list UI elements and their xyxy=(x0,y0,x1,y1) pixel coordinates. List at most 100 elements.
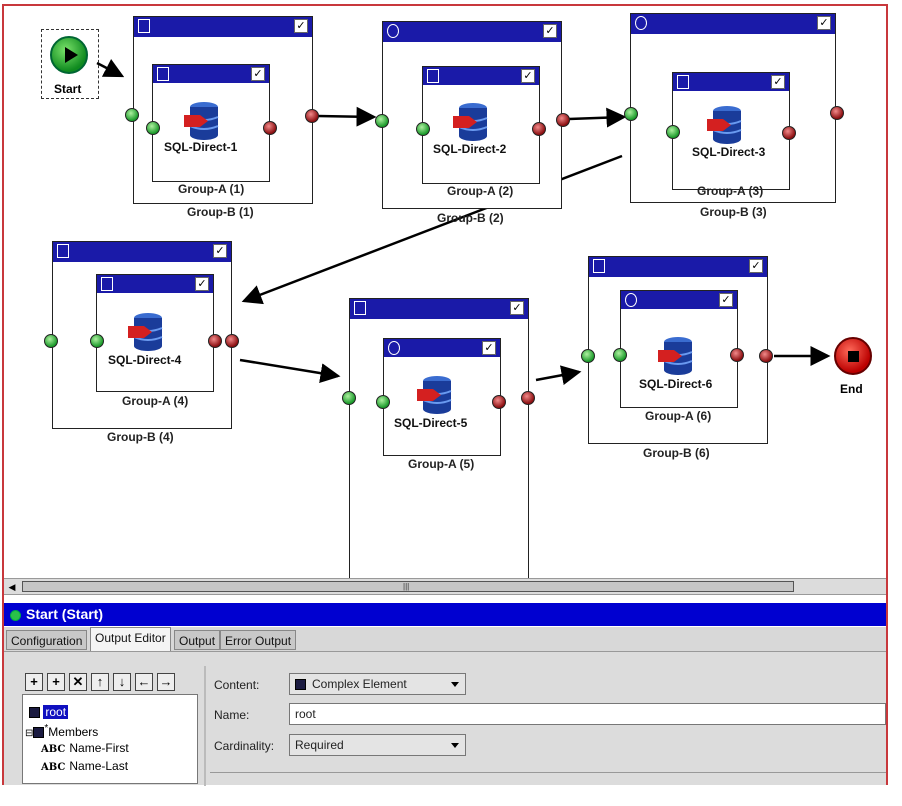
group-b-1-titlebar[interactable]: ✓ xyxy=(134,17,312,37)
start-node[interactable]: Start xyxy=(41,29,99,99)
start-play-icon xyxy=(50,36,88,74)
panel-divider xyxy=(210,772,886,773)
enable-checkbox[interactable]: ✓ xyxy=(294,19,308,33)
enable-checkbox[interactable]: ✓ xyxy=(251,67,265,81)
group-b-label: Group-B (1) xyxy=(187,205,254,219)
input-port[interactable] xyxy=(581,349,595,363)
tree-node-members[interactable]: ⊟*Members xyxy=(25,723,99,739)
cardinality-value: Required xyxy=(295,738,344,752)
enable-checkbox[interactable]: ✓ xyxy=(749,259,763,273)
output-port[interactable] xyxy=(782,126,796,140)
input-port[interactable] xyxy=(375,114,389,128)
enable-checkbox[interactable]: ✓ xyxy=(719,293,733,307)
group-a-label: Group-A (6) xyxy=(645,409,712,423)
group-b-2-titlebar[interactable]: ✓ xyxy=(383,22,561,42)
tab-output-editor[interactable]: Output Editor xyxy=(90,627,171,651)
output-port[interactable] xyxy=(532,122,546,136)
group-a-6-titlebar[interactable]: ✓ xyxy=(621,291,737,309)
output-port[interactable] xyxy=(556,113,570,127)
sql-database-icon[interactable] xyxy=(128,312,164,352)
tree-label-root: root xyxy=(43,705,69,719)
sql-database-icon[interactable] xyxy=(707,105,743,145)
input-port[interactable] xyxy=(666,125,680,139)
input-port[interactable] xyxy=(613,348,627,362)
output-port[interactable] xyxy=(492,395,506,409)
enable-checkbox[interactable]: ✓ xyxy=(543,24,557,38)
bulb-icon xyxy=(387,24,399,38)
output-port[interactable] xyxy=(305,109,319,123)
complex-element-icon xyxy=(295,679,306,691)
group-a-5-titlebar[interactable]: ✓ xyxy=(384,339,500,357)
text-type-icon: ABC xyxy=(41,744,66,755)
tree-node-root[interactable]: root xyxy=(29,705,69,719)
sql-label: SQL-Direct-5 xyxy=(394,416,468,430)
enable-checkbox[interactable]: ✓ xyxy=(771,75,785,89)
enable-checkbox[interactable]: ✓ xyxy=(521,69,535,83)
tab-output[interactable]: Output xyxy=(174,630,221,650)
input-port[interactable] xyxy=(416,122,430,136)
end-stop-icon[interactable] xyxy=(834,337,872,375)
content-select[interactable]: Complex Element xyxy=(289,673,466,695)
start-label: Start xyxy=(54,82,82,96)
content-value: Complex Element xyxy=(312,677,407,691)
chevron-down-icon xyxy=(451,682,459,687)
input-port[interactable] xyxy=(125,108,139,122)
scroll-thumb[interactable]: ||| xyxy=(22,581,794,592)
sql-database-icon[interactable] xyxy=(453,102,489,142)
sql-database-icon[interactable] xyxy=(658,336,694,376)
group-b-5-titlebar[interactable]: ✓ xyxy=(350,299,528,319)
tab-configuration[interactable]: Configuration xyxy=(6,630,88,650)
output-port[interactable] xyxy=(208,334,222,348)
input-port[interactable] xyxy=(376,395,390,409)
text-type-icon: ABC xyxy=(41,762,66,773)
input-port[interactable] xyxy=(44,334,58,348)
tab-error-output[interactable]: Error Output xyxy=(220,630,297,650)
input-port[interactable] xyxy=(342,391,356,405)
scroll-left-icon[interactable]: ◀ xyxy=(8,582,16,592)
output-port[interactable] xyxy=(263,121,277,135)
name-field[interactable]: root xyxy=(289,703,886,725)
collapse-icon: ⊟ xyxy=(25,728,34,739)
group-b-label: Group-B (4) xyxy=(107,430,174,444)
horizontal-scrollbar[interactable]: ◀ ||| xyxy=(4,578,886,595)
enable-checkbox[interactable]: ✓ xyxy=(482,341,496,355)
group-a-4-titlebar[interactable]: ✓ xyxy=(97,275,213,293)
delete-icon[interactable]: ✕ xyxy=(69,673,87,691)
content-label: Content: xyxy=(214,678,260,692)
group-a-3-titlebar[interactable]: ✓ xyxy=(673,73,789,91)
group-b-3-titlebar[interactable]: ✓ xyxy=(631,14,835,34)
group-a-1-titlebar[interactable]: ✓ xyxy=(153,65,269,83)
cardinality-select[interactable]: Required xyxy=(289,734,466,756)
output-port[interactable] xyxy=(730,348,744,362)
enable-checkbox[interactable]: ✓ xyxy=(195,277,209,291)
input-port[interactable] xyxy=(624,107,638,121)
group-a-2-titlebar[interactable]: ✓ xyxy=(423,67,539,85)
enable-checkbox[interactable]: ✓ xyxy=(510,301,524,315)
enable-checkbox[interactable]: ✓ xyxy=(213,244,227,258)
move-up-icon[interactable]: ↑ xyxy=(91,673,109,691)
workflow-canvas[interactable]: Start ✓ ✓ SQL-Direct-1 Group-A (1) Group… xyxy=(4,6,886,578)
sql-database-icon[interactable] xyxy=(184,101,220,141)
output-port[interactable] xyxy=(759,349,773,363)
add-element-icon[interactable]: + xyxy=(25,673,43,691)
group-a-label: Group-A (3) xyxy=(697,184,764,198)
sql-database-icon[interactable] xyxy=(417,375,453,415)
group-b-4-titlebar[interactable]: ✓ xyxy=(53,242,231,262)
enable-checkbox[interactable]: ✓ xyxy=(817,16,831,30)
sql-label: SQL-Direct-1 xyxy=(164,140,238,154)
sql-label: SQL-Direct-3 xyxy=(692,145,766,159)
output-port[interactable] xyxy=(830,106,844,120)
move-left-icon[interactable]: ← xyxy=(135,673,153,691)
group-b-6-titlebar[interactable]: ✓ xyxy=(589,257,767,277)
output-port[interactable] xyxy=(521,391,535,405)
input-port[interactable] xyxy=(146,121,160,135)
input-port[interactable] xyxy=(90,334,104,348)
output-port[interactable] xyxy=(225,334,239,348)
move-down-icon[interactable]: ↓ xyxy=(113,673,131,691)
group-a-label: Group-A (2) xyxy=(447,184,514,198)
move-right-icon[interactable]: → xyxy=(157,673,175,691)
add-child-icon[interactable]: + xyxy=(47,673,65,691)
